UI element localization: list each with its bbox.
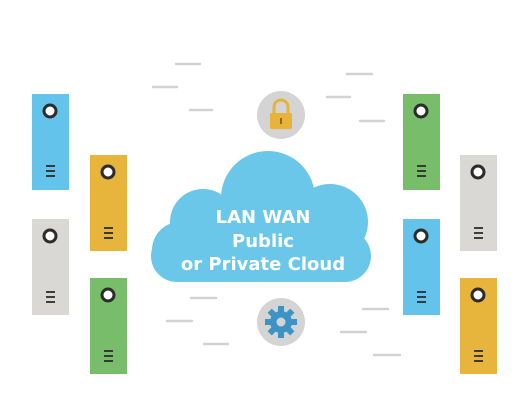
server-left-3 — [32, 219, 69, 315]
server-left-2 — [90, 155, 127, 251]
cloud-label-line-2: Public — [232, 231, 294, 252]
gear-icon — [257, 298, 305, 346]
padlock-icon — [257, 91, 305, 139]
cloud-label-line-3: or Private Cloud — [181, 254, 345, 275]
server-left-1 — [32, 94, 69, 190]
cloud: LAN WAN Public or Private Cloud — [151, 151, 371, 282]
server-right-3 — [403, 219, 440, 315]
decorative-dashes — [151, 62, 402, 357]
cloud-label-line-1: LAN WAN — [216, 207, 311, 228]
server-right-4 — [460, 278, 497, 374]
server-right-2 — [460, 155, 497, 251]
server-left-4 — [90, 278, 127, 374]
server-right-1 — [403, 94, 440, 190]
cloud-shape — [151, 151, 371, 282]
